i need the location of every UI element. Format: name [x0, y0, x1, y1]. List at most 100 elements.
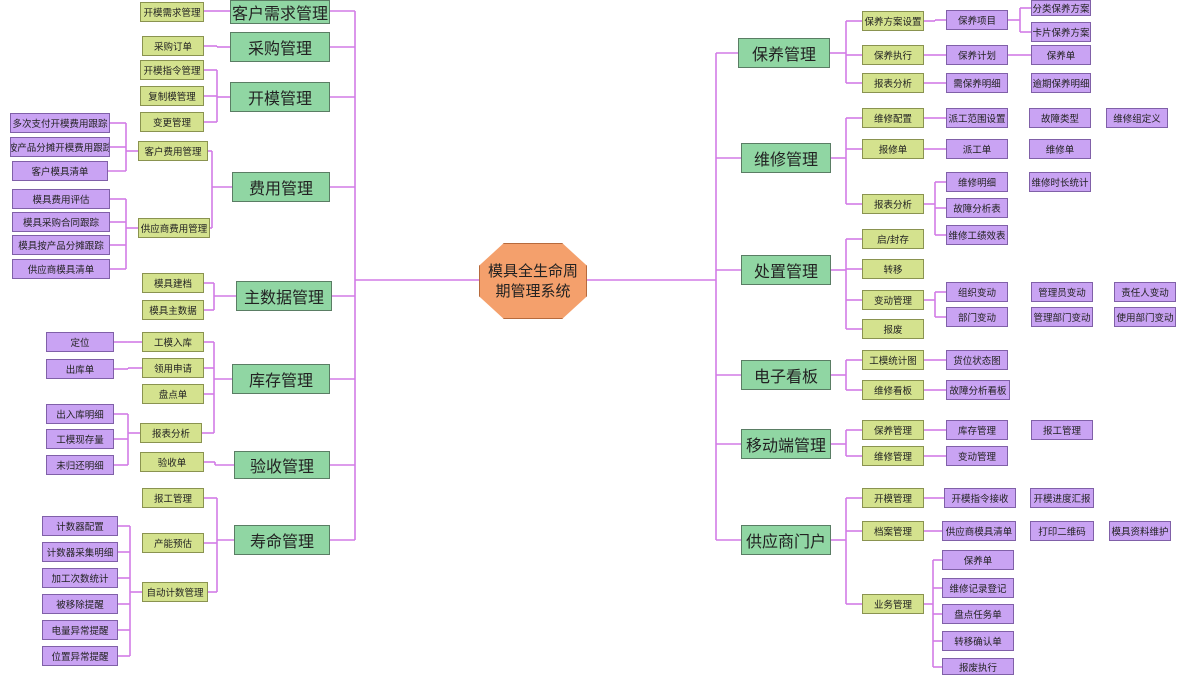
- node-process-count[interactable]: 加工次数统计: [42, 568, 118, 588]
- node-mobile-repair[interactable]: 维修管理: [862, 446, 924, 466]
- node-fault-analysis[interactable]: 故障分析表: [946, 198, 1008, 218]
- node-customer-demand[interactable]: 客户需求管理: [230, 0, 330, 24]
- node-mobile-inventory[interactable]: 库存管理: [946, 420, 1008, 440]
- node-inv-report[interactable]: 报表分析: [140, 423, 202, 443]
- node-maintenance[interactable]: 保养管理: [738, 38, 830, 68]
- node-repair-board[interactable]: 维修看板: [862, 380, 924, 400]
- node-repair-duration[interactable]: 维修时长统计: [1029, 172, 1091, 192]
- node-mobile-change[interactable]: 变动管理: [946, 446, 1008, 466]
- node-multi-pay[interactable]: 多次支付开模费用跟踪: [10, 113, 110, 133]
- node-work-report[interactable]: 报工管理: [142, 488, 204, 508]
- node-biz-scrap[interactable]: 报废执行: [942, 658, 1014, 675]
- node-cost[interactable]: 费用管理: [232, 172, 330, 202]
- node-battery-alert[interactable]: 电量异常提醒: [42, 620, 118, 640]
- node-repair-perf[interactable]: 维修工绩效表: [946, 225, 1008, 245]
- node-maint-sheet[interactable]: 保养单: [1031, 45, 1091, 65]
- node-scrap[interactable]: 报废: [862, 319, 924, 339]
- node-mold-master[interactable]: 模具主数据: [142, 300, 204, 320]
- node-mobile[interactable]: 移动端管理: [741, 429, 831, 459]
- node-dispatch-range[interactable]: 派工范围设置: [946, 108, 1008, 128]
- root-node[interactable]: 模具全生命周期管理系统: [479, 243, 587, 319]
- node-io-detail[interactable]: 出入库明细: [46, 404, 114, 424]
- node-biz-maint[interactable]: 保养单: [942, 550, 1014, 570]
- node-copy-mold[interactable]: 复制模管理: [140, 86, 204, 106]
- node-maint-report[interactable]: 报表分析: [862, 73, 924, 93]
- node-mgmt-dept-change[interactable]: 管理部门变动: [1031, 307, 1093, 327]
- node-counter-config[interactable]: 计数器配置: [42, 516, 118, 536]
- node-supplier-molds[interactable]: 供应商模具清单: [942, 521, 1016, 541]
- node-purchase-order[interactable]: 采购订单: [142, 36, 204, 56]
- node-removed-alert[interactable]: 被移除提醒: [42, 594, 118, 614]
- node-purchase[interactable]: 采购管理: [230, 32, 330, 62]
- node-supplier-mold-open[interactable]: 开模管理: [862, 488, 924, 508]
- node-repair-request[interactable]: 报修单: [862, 139, 924, 159]
- node-maint-plan[interactable]: 保养计划: [946, 45, 1008, 65]
- node-position-alert[interactable]: 位置异常提醒: [42, 646, 118, 666]
- node-biz-transfer[interactable]: 转移确认单: [942, 631, 1014, 651]
- node-mold-docs[interactable]: 模具资料维护: [1109, 521, 1171, 541]
- node-count-sheet[interactable]: 盘点单: [142, 384, 204, 404]
- node-change-mgmt[interactable]: 变更管理: [140, 112, 204, 132]
- node-auto-count[interactable]: 自动计数管理: [142, 582, 208, 602]
- node-repair-group[interactable]: 维修组定义: [1106, 108, 1168, 128]
- node-repair-report[interactable]: 报表分析: [862, 194, 924, 214]
- node-acceptance[interactable]: 验收管理: [234, 451, 330, 479]
- node-repair-sheet[interactable]: 维修单: [1029, 139, 1091, 159]
- node-contract-track[interactable]: 模具采购合同跟踪: [12, 212, 110, 232]
- node-biz-count-task[interactable]: 盘点任务单: [942, 604, 1014, 624]
- node-overdue-maint[interactable]: 逾期保养明细: [1031, 73, 1091, 93]
- node-fault-board[interactable]: 故障分析看板: [946, 380, 1010, 400]
- node-supplier-portal[interactable]: 供应商门户: [741, 525, 831, 555]
- node-disposal[interactable]: 处置管理: [741, 255, 831, 285]
- node-class-plan[interactable]: 分类保养方案: [1031, 0, 1091, 16]
- node-org-change[interactable]: 组织变动: [946, 282, 1008, 302]
- node-location[interactable]: 定位: [46, 332, 114, 352]
- node-kanban[interactable]: 电子看板: [741, 360, 831, 390]
- node-mold-order-receive[interactable]: 开模指令接收: [944, 488, 1016, 508]
- node-mold-demand[interactable]: 开模需求管理: [140, 2, 204, 22]
- node-customer-cost[interactable]: 客户费用管理: [138, 141, 208, 161]
- node-seal[interactable]: 启/封存: [862, 229, 924, 249]
- node-mobile-maint[interactable]: 保养管理: [862, 420, 924, 440]
- node-customer-mold-list[interactable]: 客户模具清单: [12, 161, 108, 181]
- node-mold-inbound[interactable]: 工模入库: [142, 332, 204, 352]
- node-master-data[interactable]: 主数据管理: [236, 281, 332, 311]
- node-supplier-cost[interactable]: 供应商费用管理: [138, 218, 210, 238]
- node-plan-setting[interactable]: 保养方案设置: [862, 11, 924, 31]
- node-fault-type[interactable]: 故障类型: [1029, 108, 1091, 128]
- node-product-share[interactable]: 按产品分摊开模费用跟踪: [10, 137, 110, 157]
- node-mold-product-share[interactable]: 模具按产品分摊跟踪: [12, 235, 110, 255]
- node-repair[interactable]: 维修管理: [741, 143, 831, 173]
- node-maint-item[interactable]: 保养项目: [946, 10, 1008, 30]
- node-owner-change[interactable]: 责任人变动: [1114, 282, 1176, 302]
- node-mold-order[interactable]: 开模指令管理: [140, 60, 204, 80]
- node-counter-detail[interactable]: 计数器采集明细: [42, 542, 118, 562]
- node-admin-change[interactable]: 管理员变动: [1031, 282, 1093, 302]
- node-maint-exec[interactable]: 保养执行: [862, 45, 924, 65]
- node-request[interactable]: 领用申请: [142, 358, 204, 378]
- node-card-plan[interactable]: 卡片保养方案: [1031, 22, 1091, 42]
- node-repair-config[interactable]: 维修配置: [862, 108, 924, 128]
- node-mold-stats[interactable]: 工模统计图: [862, 350, 924, 370]
- node-dispatch-sheet[interactable]: 派工单: [946, 139, 1008, 159]
- node-outbound[interactable]: 出库单: [46, 359, 114, 379]
- node-print-qr[interactable]: 打印二维码: [1030, 521, 1094, 541]
- node-stock[interactable]: 工模现存量: [46, 429, 114, 449]
- node-location-chart[interactable]: 货位状态图: [946, 350, 1008, 370]
- node-acceptance-sheet[interactable]: 验收单: [140, 452, 204, 472]
- node-mold-archive[interactable]: 模具建档: [142, 273, 204, 293]
- node-repair-detail[interactable]: 维修明细: [946, 172, 1008, 192]
- node-life[interactable]: 寿命管理: [234, 525, 330, 555]
- node-mold-open[interactable]: 开模管理: [230, 82, 330, 112]
- node-change[interactable]: 变动管理: [862, 290, 924, 310]
- node-dept-change[interactable]: 部门变动: [946, 307, 1008, 327]
- node-supplier-business[interactable]: 业务管理: [862, 594, 924, 614]
- node-supplier-mold-list[interactable]: 供应商模具清单: [12, 259, 110, 279]
- node-forecast[interactable]: 产能预估: [142, 533, 204, 553]
- node-inventory[interactable]: 库存管理: [232, 364, 330, 394]
- node-mold-cost-eval[interactable]: 模具费用评估: [12, 189, 110, 209]
- node-transfer[interactable]: 转移: [862, 259, 924, 279]
- node-unreturned[interactable]: 未归还明细: [46, 455, 114, 475]
- node-mobile-work-report[interactable]: 报工管理: [1031, 420, 1093, 440]
- node-biz-repair-record[interactable]: 维修记录登记: [942, 578, 1014, 598]
